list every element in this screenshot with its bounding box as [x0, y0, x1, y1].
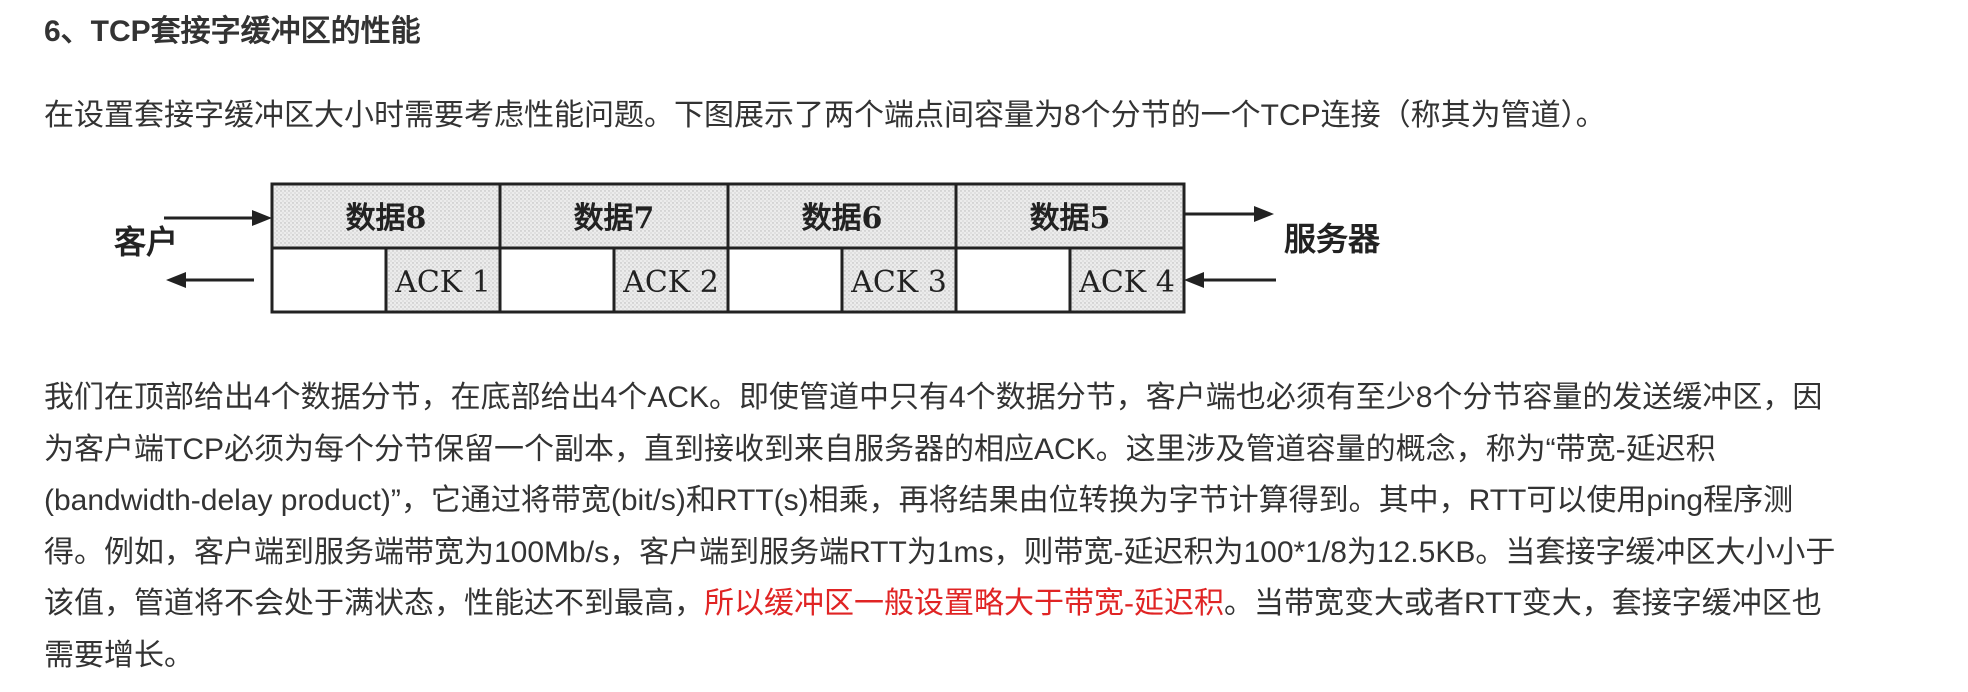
ack-cell-label: ACK 2 [622, 265, 719, 300]
server-label: 服务器 [1284, 220, 1381, 258]
body-text: 该值，管道将不会处于满状态，性能达不到最高， [44, 587, 704, 620]
tcp-pipe-diagram: 客户 数据8 数据7 数据6 数据5 [64, 170, 1384, 340]
data-cell-label: 数据6 [802, 201, 883, 236]
body-line: 我们在顶部给出4个数据分节，在底部给出4个ACK。即使管道中只有4个数据分节，客… [44, 381, 1823, 414]
body-line: 为客户端TCP必须为每个分节保留一个副本，直到接收到来自服务器的相应ACK。这里… [44, 432, 1716, 466]
ack-cell-label: ACK 4 [1078, 265, 1175, 300]
client-label: 客户 [114, 223, 178, 261]
data-cell-label: 数据5 [1030, 201, 1111, 236]
data-row: 数据8 数据7 数据6 数据5 [270, 182, 1186, 250]
data-cell [726, 182, 958, 250]
data-cell-label: 数据7 [574, 201, 655, 236]
section-title: 6、TCP套接字缓冲区的性能 [44, 15, 421, 48]
ack-cell-label: ACK 3 [850, 265, 947, 300]
arrow-right-icon [1184, 206, 1274, 222]
body-line: 需要增长。 [44, 638, 194, 672]
tcp-pipe-svg: 客户 数据8 数据7 数据6 数据5 [114, 182, 1381, 314]
body-line: 该值，管道将不会处于满状态，性能达不到最高，所以缓冲区一般设置略大于带宽-延迟积… [44, 578, 1964, 630]
ack-cell [612, 246, 730, 314]
ack-cell-label: ACK 1 [394, 265, 491, 300]
intro-paragraph: 在设置套接字缓冲区大小时需要考虑性能问题。下图展示了两个端点间容量为8个分节的一… [44, 99, 1606, 132]
arrow-left-icon [166, 272, 254, 288]
body-line: (bandwidth-delay product)”，它通过将带宽(bit/s)… [44, 484, 1794, 517]
highlighted-text: 所以缓冲区一般设置略大于带宽-延迟积 [704, 587, 1224, 620]
ack-cell [840, 246, 958, 314]
ack-row: ACK 1 ACK 2 ACK 3 ACK 4 [270, 246, 1186, 314]
ack-cell [384, 246, 502, 314]
body-line: 得。例如，客户端到服务端带宽为100Mb/s，客户端到服务端RTT为1ms，则带… [44, 535, 1836, 569]
ack-cell [1068, 246, 1186, 314]
body-text: 。当带宽变大或者RTT变大，套接字缓冲区也 [1224, 587, 1822, 620]
arrow-right-icon [164, 210, 272, 226]
data-cell-label: 数据8 [346, 201, 427, 236]
arrow-left-icon [1184, 272, 1276, 288]
body-paragraph: 我们在顶部给出4个数据分节，在底部给出4个ACK。即使管道中只有4个数据分节，客… [44, 372, 1964, 681]
